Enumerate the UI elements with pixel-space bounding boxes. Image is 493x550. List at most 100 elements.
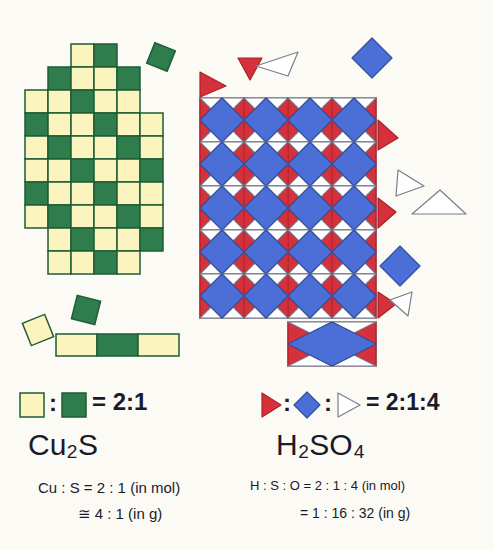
blue-diamond — [332, 274, 376, 318]
cream-square — [25, 136, 48, 159]
white-triangle — [412, 190, 466, 214]
tile-frame — [288, 186, 332, 230]
green-square — [117, 67, 140, 90]
cu2s-mosaic — [22, 43, 179, 356]
green-square — [117, 205, 140, 228]
cream-square — [25, 205, 48, 228]
ratio-value: = 2:1 — [92, 388, 147, 416]
cream-square — [22, 314, 53, 345]
mass-ratio: = 1 : 16 : 32 (in g) — [300, 505, 410, 521]
cream-square — [117, 228, 140, 251]
cream-square — [48, 251, 71, 274]
tile-frame — [288, 274, 332, 318]
blue-diamond — [332, 230, 376, 274]
green-square — [140, 228, 163, 251]
green-square — [71, 295, 100, 324]
blue-diamond — [244, 274, 288, 318]
cream-square — [140, 136, 163, 159]
blue-diamond — [244, 98, 288, 142]
cream-square — [94, 159, 117, 182]
tile-frame — [288, 98, 332, 142]
blue-diamond — [288, 274, 332, 318]
tile-frame — [244, 186, 288, 230]
ratio-swatches — [20, 392, 360, 418]
cream-square — [117, 182, 140, 205]
cream-square — [140, 182, 163, 205]
cream-square — [71, 205, 94, 228]
green-square — [48, 136, 71, 159]
cream-square — [48, 90, 71, 113]
blue-diamond — [200, 230, 244, 274]
cream-square — [48, 159, 71, 182]
white-triangle — [390, 292, 412, 316]
white-triangle — [256, 52, 298, 76]
cream-square — [71, 67, 94, 90]
tile-frame — [288, 230, 332, 274]
cream-square-swatch — [20, 393, 44, 417]
tile-frame — [332, 186, 376, 230]
formula: Cu₂S — [28, 428, 98, 463]
tile-frame — [244, 142, 288, 186]
blue-diamond — [288, 142, 332, 186]
red-triangle-swatch — [262, 393, 281, 417]
blue-diamond — [200, 186, 244, 230]
green-square — [48, 67, 71, 90]
blue-diamond-swatch — [294, 392, 320, 418]
blue-diamond — [200, 274, 244, 318]
cream-square — [138, 334, 179, 356]
tile-frame — [200, 230, 244, 274]
green-square — [71, 159, 94, 182]
cream-square — [140, 113, 163, 136]
cream-square — [71, 113, 94, 136]
blue-diamond — [288, 98, 332, 142]
cream-square — [56, 334, 97, 356]
green-square — [94, 113, 117, 136]
cream-square — [71, 44, 94, 67]
green-square — [140, 159, 163, 182]
ratio-value: = 2:1:4 — [366, 389, 440, 415]
red-triangle — [378, 120, 398, 150]
green-square — [147, 43, 176, 72]
cream-square — [117, 90, 140, 113]
cream-square — [71, 251, 94, 274]
green-square — [71, 90, 94, 113]
green-square — [94, 44, 117, 67]
tile-frame — [332, 274, 376, 318]
green-square — [117, 136, 140, 159]
tile-frame — [200, 142, 244, 186]
ratio-colon: : — [324, 389, 332, 417]
tile-frame — [332, 230, 376, 274]
tile-frame — [244, 98, 288, 142]
cream-square — [71, 136, 94, 159]
blue-diamond — [288, 230, 332, 274]
cream-square — [48, 182, 71, 205]
blue-diamond — [288, 186, 332, 230]
blue-diamond — [244, 230, 288, 274]
green-square — [94, 251, 117, 274]
h2so4-mosaic — [200, 38, 466, 366]
cream-square — [117, 113, 140, 136]
cream-square — [140, 205, 163, 228]
green-square — [94, 182, 117, 205]
cream-square — [25, 90, 48, 113]
green-square-swatch — [62, 393, 86, 417]
tile-frame — [332, 98, 376, 142]
ratio-colon: : — [49, 389, 57, 417]
mol-ratio: Cu : S = 2 : 1 (in mol) — [38, 479, 180, 496]
red-triangle — [200, 72, 226, 97]
cream-square — [117, 251, 140, 274]
white-triangle — [396, 170, 424, 196]
blue-diamond — [332, 98, 376, 142]
tile-frame — [244, 230, 288, 274]
tile-frame — [200, 186, 244, 230]
tile-frame — [200, 274, 244, 318]
cream-square — [94, 228, 117, 251]
white-triangle-swatch — [338, 393, 360, 417]
blue-diamond — [380, 246, 420, 286]
green-square — [48, 205, 71, 228]
cream-square — [94, 136, 117, 159]
green-square — [71, 228, 94, 251]
mol-ratio: H : S : O = 2 : 1 : 4 (in mol) — [250, 479, 405, 494]
cream-square — [25, 159, 48, 182]
